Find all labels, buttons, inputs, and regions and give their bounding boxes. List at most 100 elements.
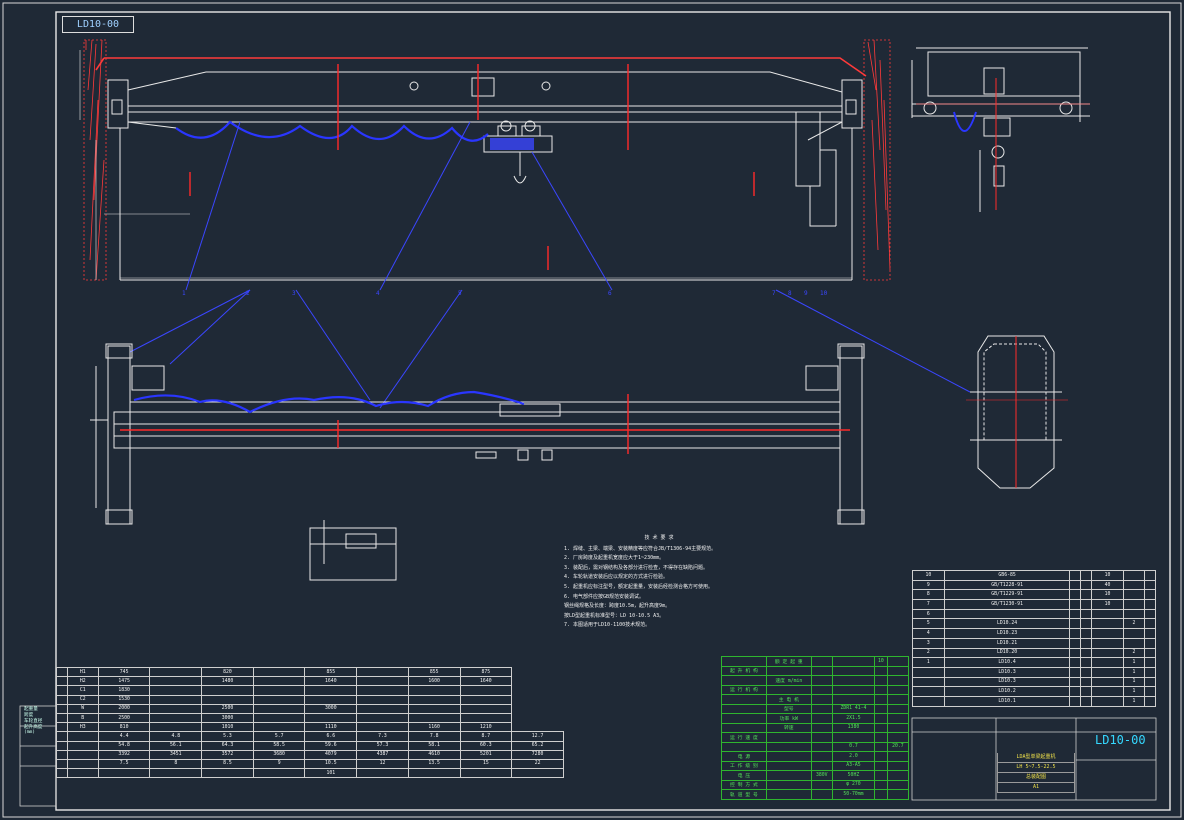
table-cell: [304, 712, 358, 724]
table-cell: LD10.2: [943, 686, 1071, 697]
table-cell: 810: [97, 722, 151, 733]
table-cell: [912, 666, 945, 678]
table-cell: [874, 732, 888, 743]
table-cell: [356, 768, 409, 779]
table-cell: 3000: [201, 712, 254, 724]
table-cell: [459, 712, 513, 724]
table-cell: LD10.3: [943, 666, 1071, 678]
table-cell: [1069, 579, 1082, 591]
table-cell: [1144, 647, 1156, 659]
table-cell: [1069, 589, 1082, 601]
table-cell: [1069, 676, 1082, 688]
table-cell: [810, 656, 833, 667]
table-cell: [1144, 579, 1156, 591]
table-cell: [1144, 657, 1156, 668]
table-cell: B: [66, 712, 99, 724]
table-cell: [1080, 579, 1093, 591]
table-cell: 控 制 方 式: [721, 779, 767, 790]
table-cell: 1480: [201, 676, 254, 687]
table-cell: [1122, 579, 1146, 591]
table-cell: 58.5: [252, 740, 306, 751]
table-cell: [252, 703, 306, 714]
table-cell: 2X1.5: [831, 713, 876, 724]
table-cell: [356, 666, 409, 678]
table-cell: [252, 768, 306, 779]
table-cell: 1600: [407, 676, 461, 687]
table-cell: [1144, 599, 1156, 610]
building-wall-hatching: [83, 39, 891, 281]
side-elevation-view: [911, 47, 1090, 212]
table-cell: [1080, 599, 1093, 610]
table-cell: 10.5: [304, 758, 358, 770]
table-cell: 6: [912, 608, 945, 620]
table-cell: [201, 694, 254, 705]
table-cell: [1122, 637, 1146, 649]
table-cell: [831, 732, 876, 743]
table-cell: [874, 665, 888, 676]
table-cell: [1080, 647, 1093, 659]
festoon-cable: [175, 120, 489, 142]
table-cell: [252, 712, 306, 724]
table-cell: [56, 758, 68, 770]
table-cell: [66, 758, 99, 770]
table-cell: [810, 694, 833, 705]
table-cell: H1: [66, 666, 99, 678]
table-cell: 1: [1122, 695, 1146, 707]
table-cell: [886, 779, 910, 790]
table-cell: GB/T1228-91: [943, 579, 1071, 591]
table-cell: [1091, 657, 1124, 668]
table-cell: [874, 751, 888, 762]
table-cell: 101: [304, 768, 358, 779]
note-line: 1. 焊缝、主梁、端梁、安装精度等应符合JB/T1306-94主要规范。: [564, 545, 717, 552]
table-cell: 3572: [201, 749, 254, 760]
table-cell: 转速: [765, 722, 812, 733]
table-cell: LD10.24: [943, 618, 1071, 630]
table-cell: 10: [1091, 570, 1124, 581]
table-cell: 22: [511, 758, 564, 770]
inner-frame: [55, 11, 1171, 811]
table-cell: [831, 656, 876, 667]
table-cell: [1144, 695, 1156, 707]
table-cell: [56, 676, 68, 687]
table-cell: [149, 685, 203, 696]
svg-text:1: 1: [182, 290, 186, 297]
table-cell: [356, 712, 409, 724]
table-cell: [1069, 686, 1082, 697]
table-cell: [1069, 618, 1082, 630]
table-cell: [721, 675, 767, 686]
table-cell: 1010: [201, 722, 254, 733]
technical-notes: 技 术 要 求 1. 焊缝、主梁、端梁、安装精度等应符合JB/T1306-94主…: [564, 534, 754, 631]
table-cell: 1640: [459, 676, 513, 687]
table-cell: [459, 694, 513, 705]
table-cell: [1080, 666, 1093, 678]
table-cell: [831, 665, 876, 676]
table-cell: 1160: [407, 722, 461, 733]
table-cell: [874, 703, 888, 714]
table-cell: 9: [912, 579, 945, 591]
table-cell: [810, 779, 833, 790]
table-cell: 13.5: [407, 758, 461, 770]
table-cell: 3: [912, 637, 945, 649]
svg-text:7: 7: [772, 290, 776, 297]
table-cell: GB/T1229-91: [943, 589, 1071, 601]
table-row: 6: [912, 608, 1156, 620]
table-cell: 运 行 机 构: [721, 684, 767, 695]
table-cell: [356, 694, 409, 705]
svg-text:3: 3: [292, 290, 296, 297]
table-cell: 1475: [97, 676, 151, 687]
table-cell: [831, 675, 876, 686]
table-cell: 745: [97, 666, 151, 678]
table-cell: [765, 684, 812, 695]
